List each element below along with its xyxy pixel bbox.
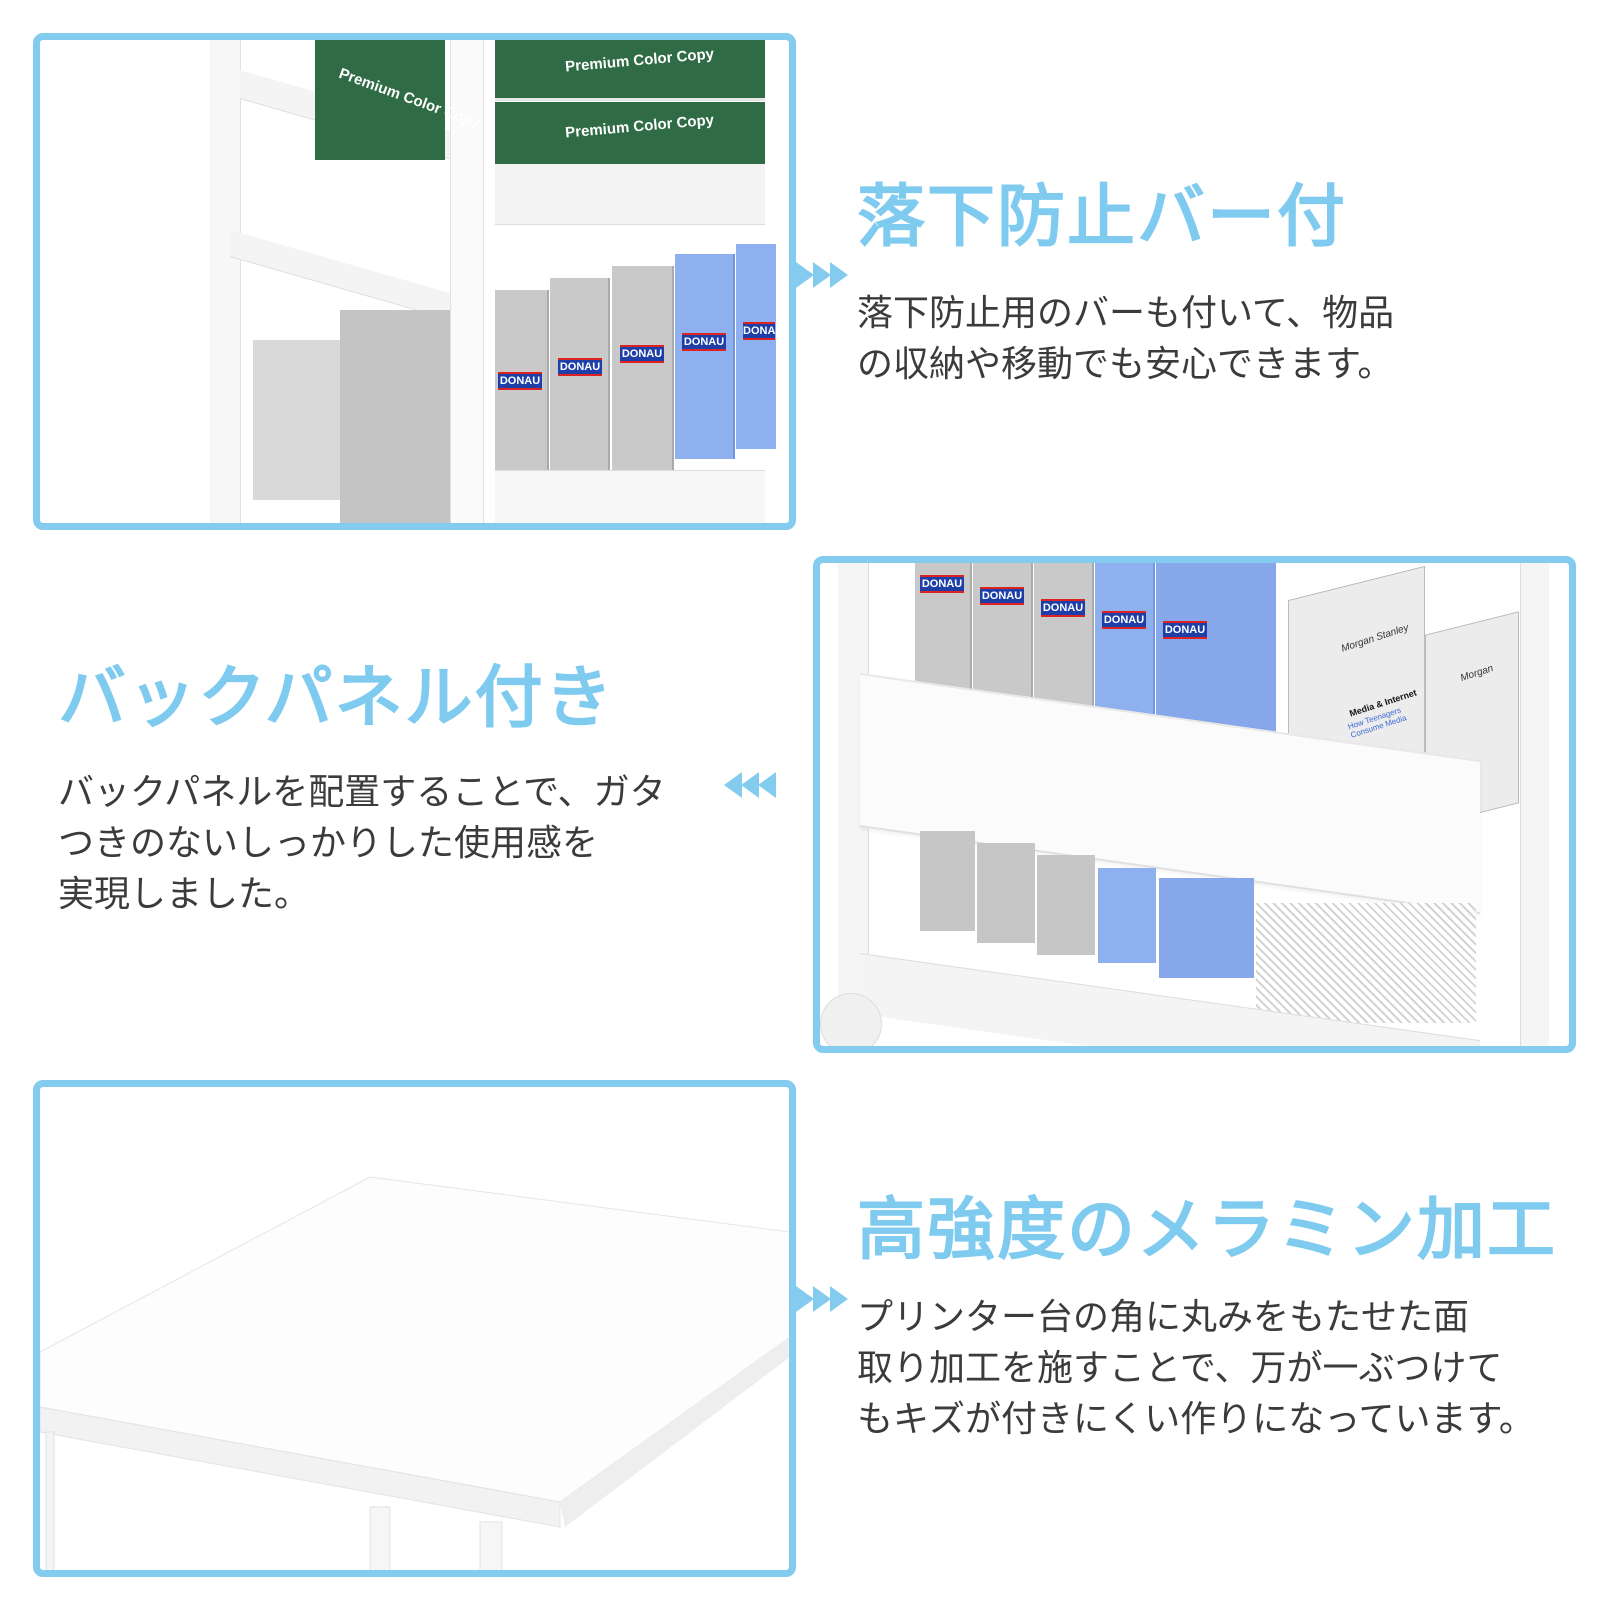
binder-label: DONAU	[1163, 621, 1207, 639]
binder	[977, 843, 1035, 943]
binder-label: DONAU	[620, 345, 664, 363]
photo-panel-back-panel: DONAU DONAU DONAU DONAU DONAU Morgan Sta…	[813, 556, 1576, 1053]
body-melamine: プリンター台の角に丸みをもたせた面 取り加工を施すことで、万が一ぶつけて もキズ…	[857, 1297, 1535, 1440]
triple-chevron-right-icon	[796, 1286, 852, 1312]
binder	[1037, 855, 1095, 955]
binder-label: DONAU	[1041, 599, 1085, 617]
binder	[1034, 563, 1094, 713]
side-panel	[340, 310, 450, 523]
paper-box	[495, 102, 765, 164]
photo-panel-anti-fall-bar: Premium Color Copy Premium Color Copy Pr…	[33, 33, 796, 530]
binder	[1156, 563, 1276, 738]
binder-label: DONAU	[558, 358, 602, 376]
body-anti-fall-bar: 落下防止用のバーも付いて、物品 の収納や移動でも安心できます。	[857, 293, 1395, 385]
triple-chevron-right-icon	[796, 262, 852, 288]
binder	[920, 831, 975, 931]
photo-panel-melamine-top	[33, 1080, 796, 1577]
binder	[736, 244, 776, 449]
binder-label: DONAU	[920, 575, 964, 593]
paper-box	[495, 40, 765, 101]
binder-label: DONAU	[682, 333, 726, 351]
shelf-frame-middle-post	[450, 40, 484, 523]
mesh-basket	[1256, 903, 1476, 1023]
binder	[675, 254, 735, 459]
binder-label: DONAU	[498, 372, 542, 390]
anti-fall-bar	[230, 230, 450, 321]
triple-chevron-left-icon	[720, 772, 776, 798]
shelf-frame-left-post	[210, 40, 241, 523]
shelf-frame-right-post	[1520, 563, 1549, 1046]
binder	[1095, 563, 1155, 723]
caster-wheel	[820, 993, 882, 1046]
tabletop-illustration	[40, 1176, 789, 1570]
binder	[495, 290, 549, 505]
paper-box	[315, 40, 445, 160]
body-back-panel: バックパネルを配置することで、ガタ つきのないしっかりした使用感を 実現しました…	[58, 772, 666, 915]
shelf-board	[495, 164, 765, 225]
binder	[1159, 878, 1254, 978]
shelf-front-lip	[495, 470, 765, 523]
binder	[612, 266, 674, 476]
heading-anti-fall-bar: 落下防止バー付	[857, 178, 1348, 257]
heading-back-panel: バックパネル付き	[58, 659, 615, 738]
binder-label: DONAU	[1102, 611, 1146, 629]
side-panel-bracket	[253, 340, 343, 500]
binder	[973, 563, 1033, 703]
binder	[550, 278, 610, 493]
binder-label: DONAU	[980, 587, 1024, 605]
heading-melamine: 高強度のメラミン加工	[857, 1191, 1558, 1270]
binder	[1098, 868, 1156, 963]
binder-label: DONAU	[743, 322, 775, 340]
